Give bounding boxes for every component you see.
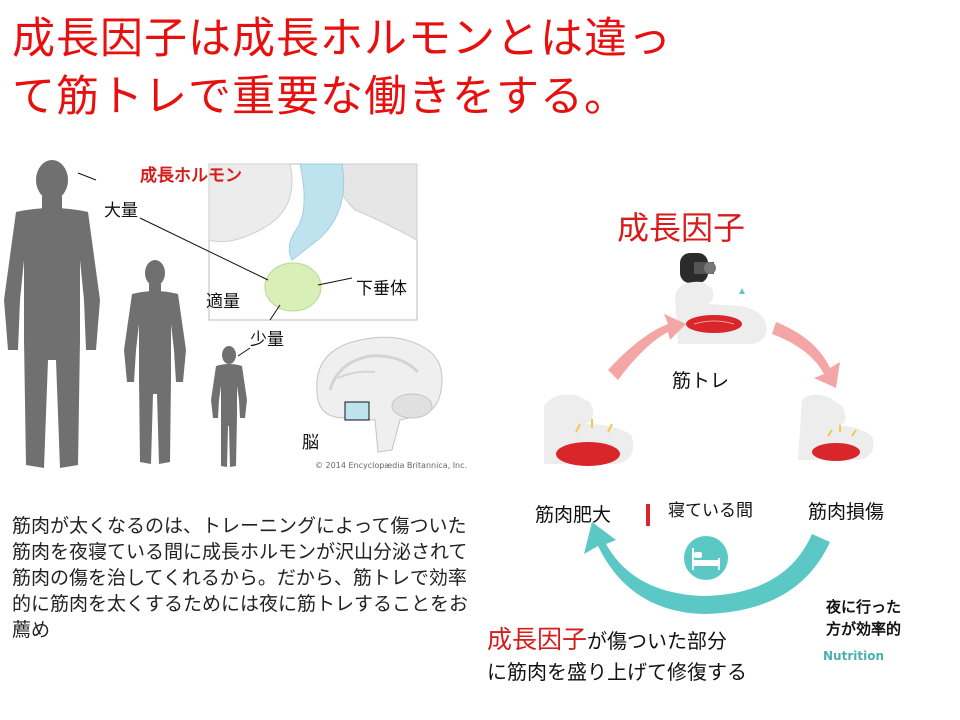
growth-hormone-label: 成長ホルモン: [140, 166, 242, 186]
arrow-hypertrophy-to-training: [608, 314, 686, 380]
night-line-1: 夜に行った: [826, 598, 902, 616]
label-moderate-amount: 適量: [206, 292, 240, 312]
label-pituitary: 下垂体: [356, 279, 407, 299]
label-large-amount: 大量: [104, 201, 138, 221]
note-rest: が傷ついた部分: [587, 629, 728, 653]
cycle-label-sleep: 寝ている間: [668, 501, 753, 521]
small-person-silhouette: [211, 346, 247, 467]
growth-factor-heading: 成長因子: [617, 209, 746, 247]
cycle-label-training: 筋トレ: [672, 370, 730, 392]
night-line-2: 方が効率的: [826, 620, 902, 638]
arm-damage-icon: [798, 394, 874, 461]
explanation-text: 筋肉が太くなるのは、トレーニングによって傷ついた筋肉を夜寝ている間に成長ホルモン…: [12, 515, 469, 641]
cycle-label-hypertrophy: 筋肉肥大: [535, 504, 612, 526]
brain-diagram: [316, 336, 443, 453]
arm-training-icon: [675, 281, 767, 344]
medium-person-silhouette: [124, 260, 186, 464]
title-line-1: 成長因子は成長ホルモンとは違っ: [12, 14, 672, 64]
arm-hypertrophy-icon: [544, 394, 634, 466]
night-efficiency-note: 夜に行った 方が効率的: [826, 596, 901, 640]
label-small-amount: 少量: [250, 330, 284, 350]
large-person-silhouette: [4, 160, 100, 468]
copyright-notice: © 2014 Encyclopædia Britannica, Inc.: [315, 461, 468, 470]
sleep-bed-icon: [684, 536, 728, 580]
pointer-small-to-pituitary: [269, 304, 281, 321]
arrow-damage-to-hypertrophy: [584, 522, 830, 614]
hormone-illustration: [4, 160, 443, 468]
growth-factor-cycle: [544, 253, 874, 614]
title-line-2: て筋トレで重要な働きをする。: [12, 72, 628, 122]
label-brain: 脳: [302, 433, 319, 453]
note-line-2: に筋肉を盛り上げて修復する: [487, 660, 747, 684]
nutrition-watermark: Nutrition: [823, 649, 884, 663]
cycle-label-damage: 筋肉損傷: [808, 501, 885, 523]
accent-bar: [646, 504, 650, 526]
pointer-large-to-pituitary: [139, 217, 269, 281]
arrow-training-to-damage: [772, 322, 840, 388]
page-title: 成長因子は成長ホルモンとは違っ て筋トレで重要な働きをする。: [12, 10, 952, 126]
pointer-large: [77, 172, 97, 181]
growth-factor-note: 成長因子が傷ついた部分 に筋肉を盛り上げて修復する: [487, 624, 747, 688]
dumbbell-icon: [680, 253, 716, 283]
note-highlight: 成長因子: [487, 625, 588, 654]
pointer-small: [237, 347, 251, 357]
pituitary-closeup: [208, 163, 418, 321]
